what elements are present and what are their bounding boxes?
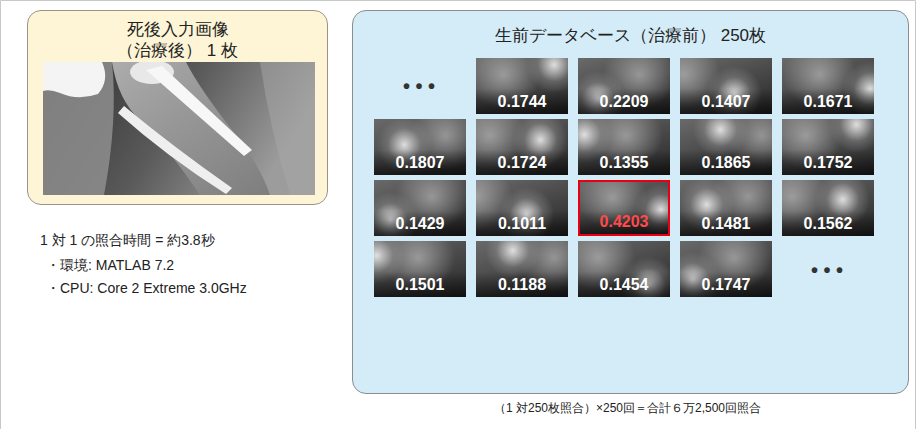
similarity-score: 0.1671 xyxy=(802,93,855,114)
xray-film xyxy=(43,62,315,195)
xray-thumbnail: 0.1501 xyxy=(374,241,466,297)
xray-thumbnail: 0.2209 xyxy=(578,58,670,114)
similarity-score: 0.1407 xyxy=(700,93,753,114)
xray-thumbnail: 0.1481 xyxy=(680,180,772,236)
xray-thumbnail: 0.1355 xyxy=(578,119,670,175)
ellipsis-mark: • • • xyxy=(811,258,843,282)
xray-thumbnail: 0.1454 xyxy=(578,241,670,297)
note: ・環境: MATLAB 7.2 xyxy=(46,257,174,274)
xray-ground xyxy=(43,62,315,195)
similarity-score: 0.1865 xyxy=(700,154,753,175)
note: 1 対 1 の照合時間 = 約3.8秒 xyxy=(40,232,215,249)
xray-thumbnail: 0.1865 xyxy=(680,119,772,175)
xray-thumbnail: 0.1011 xyxy=(476,180,568,236)
similarity-score: 0.1429 xyxy=(394,215,447,236)
similarity-score: 0.1355 xyxy=(598,154,651,175)
xray-thumbnail: 0.1744 xyxy=(476,58,568,114)
similarity-score: 0.1011 xyxy=(496,215,548,236)
similarity-score: 0.1501 xyxy=(394,276,447,297)
xray-thumbnail: 0.1752 xyxy=(782,119,874,175)
database-panel: 0.1744 0.2209 0.1407 0.1671 0.1807 0.1724 0.13… xyxy=(352,10,909,394)
xray-thumbnail: 0.1429 xyxy=(374,180,466,236)
panel-title: 死後入力画像 （治療後） 1 枚 xyxy=(103,19,253,61)
xray-thumbnail: 0.1724 xyxy=(476,119,568,175)
similarity-score: 0.1481 xyxy=(700,215,753,236)
similarity-score: 0.1752 xyxy=(802,154,855,175)
root-filling xyxy=(118,106,232,194)
caption: （1 対250枚照合）×250回＝合計６万2,500回照合 xyxy=(352,400,903,416)
xray-thumbnail: 0.4203 xyxy=(578,180,670,236)
note: ・CPU: Core 2 Extreme 3.0GHz xyxy=(46,280,247,297)
similarity-score: 0.2209 xyxy=(598,93,651,114)
bone-shadow xyxy=(260,62,315,195)
ellipsis-mark: • • • xyxy=(403,74,435,98)
xray-thumbnail: 0.1407 xyxy=(680,58,772,114)
xray-thumbnail: 0.1562 xyxy=(782,180,874,236)
tooth-left xyxy=(43,62,114,195)
similarity-score: 0.1744 xyxy=(496,93,549,114)
similarity-score: 0.1188 xyxy=(496,276,548,297)
xray-thumbnail: 0.1807 xyxy=(374,119,466,175)
metal-crown xyxy=(43,62,105,97)
xray-thumbnail: 0.1188 xyxy=(476,241,568,297)
panel-title: 生前データベース（治療前） 250枚 xyxy=(353,25,908,46)
similarity-score: 0.1807 xyxy=(394,154,447,175)
similarity-score: 0.1747 xyxy=(700,276,753,297)
similarity-score: 0.4203 xyxy=(598,213,651,234)
similarity-score: 0.1724 xyxy=(496,154,549,175)
xray-thumbnail: 0.1671 xyxy=(782,58,874,114)
tooth-middle xyxy=(112,62,270,195)
xray-thumbnail: 0.1747 xyxy=(680,241,772,297)
similarity-score: 0.1454 xyxy=(598,276,651,297)
similarity-score: 0.1562 xyxy=(802,215,855,236)
